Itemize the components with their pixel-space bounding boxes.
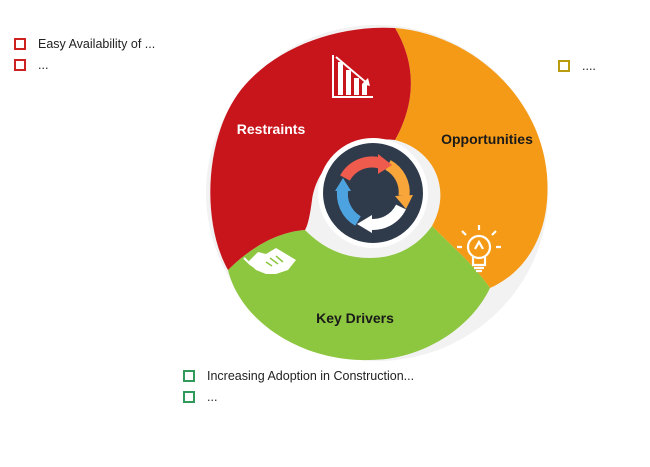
bar-chart-down-icon <box>332 55 373 98</box>
list-item: Easy Availability of ... <box>14 33 155 54</box>
restraints-segment <box>210 27 411 270</box>
cycle-arrowheads <box>335 154 413 233</box>
square-bullet-icon <box>558 59 570 72</box>
key-drivers-bullet-list: Increasing Adoption in Construction... .… <box>183 365 414 407</box>
bullet-text: .... <box>582 58 596 73</box>
bullet-text: ... <box>38 57 49 72</box>
square-bullet-icon <box>14 58 26 71</box>
square-bullet-icon <box>183 390 195 403</box>
list-item: Increasing Adoption in Construction... <box>183 365 414 386</box>
bullet-text: Easy Availability of ... <box>38 36 156 51</box>
restraints-label: Restraints <box>237 121 306 137</box>
square-bullet-icon <box>183 369 195 382</box>
bullet-text: ... <box>207 389 218 404</box>
opportunities-bullet-list: .... <box>558 55 596 76</box>
handshake-icon <box>243 248 296 274</box>
lightbulb-icon <box>457 225 501 273</box>
opportunities-label: Opportunities <box>441 131 533 147</box>
square-bullet-icon <box>14 37 26 50</box>
opportunities-segment <box>395 28 548 288</box>
list-item: ... <box>183 386 414 407</box>
list-item: ... <box>14 54 155 75</box>
bullet-text: Increasing Adoption in Construction... <box>207 368 415 383</box>
list-item: .... <box>558 55 596 76</box>
restraints-bullet-list: Easy Availability of ... ... <box>14 33 155 75</box>
key-drivers-label: Key Drivers <box>316 310 394 326</box>
